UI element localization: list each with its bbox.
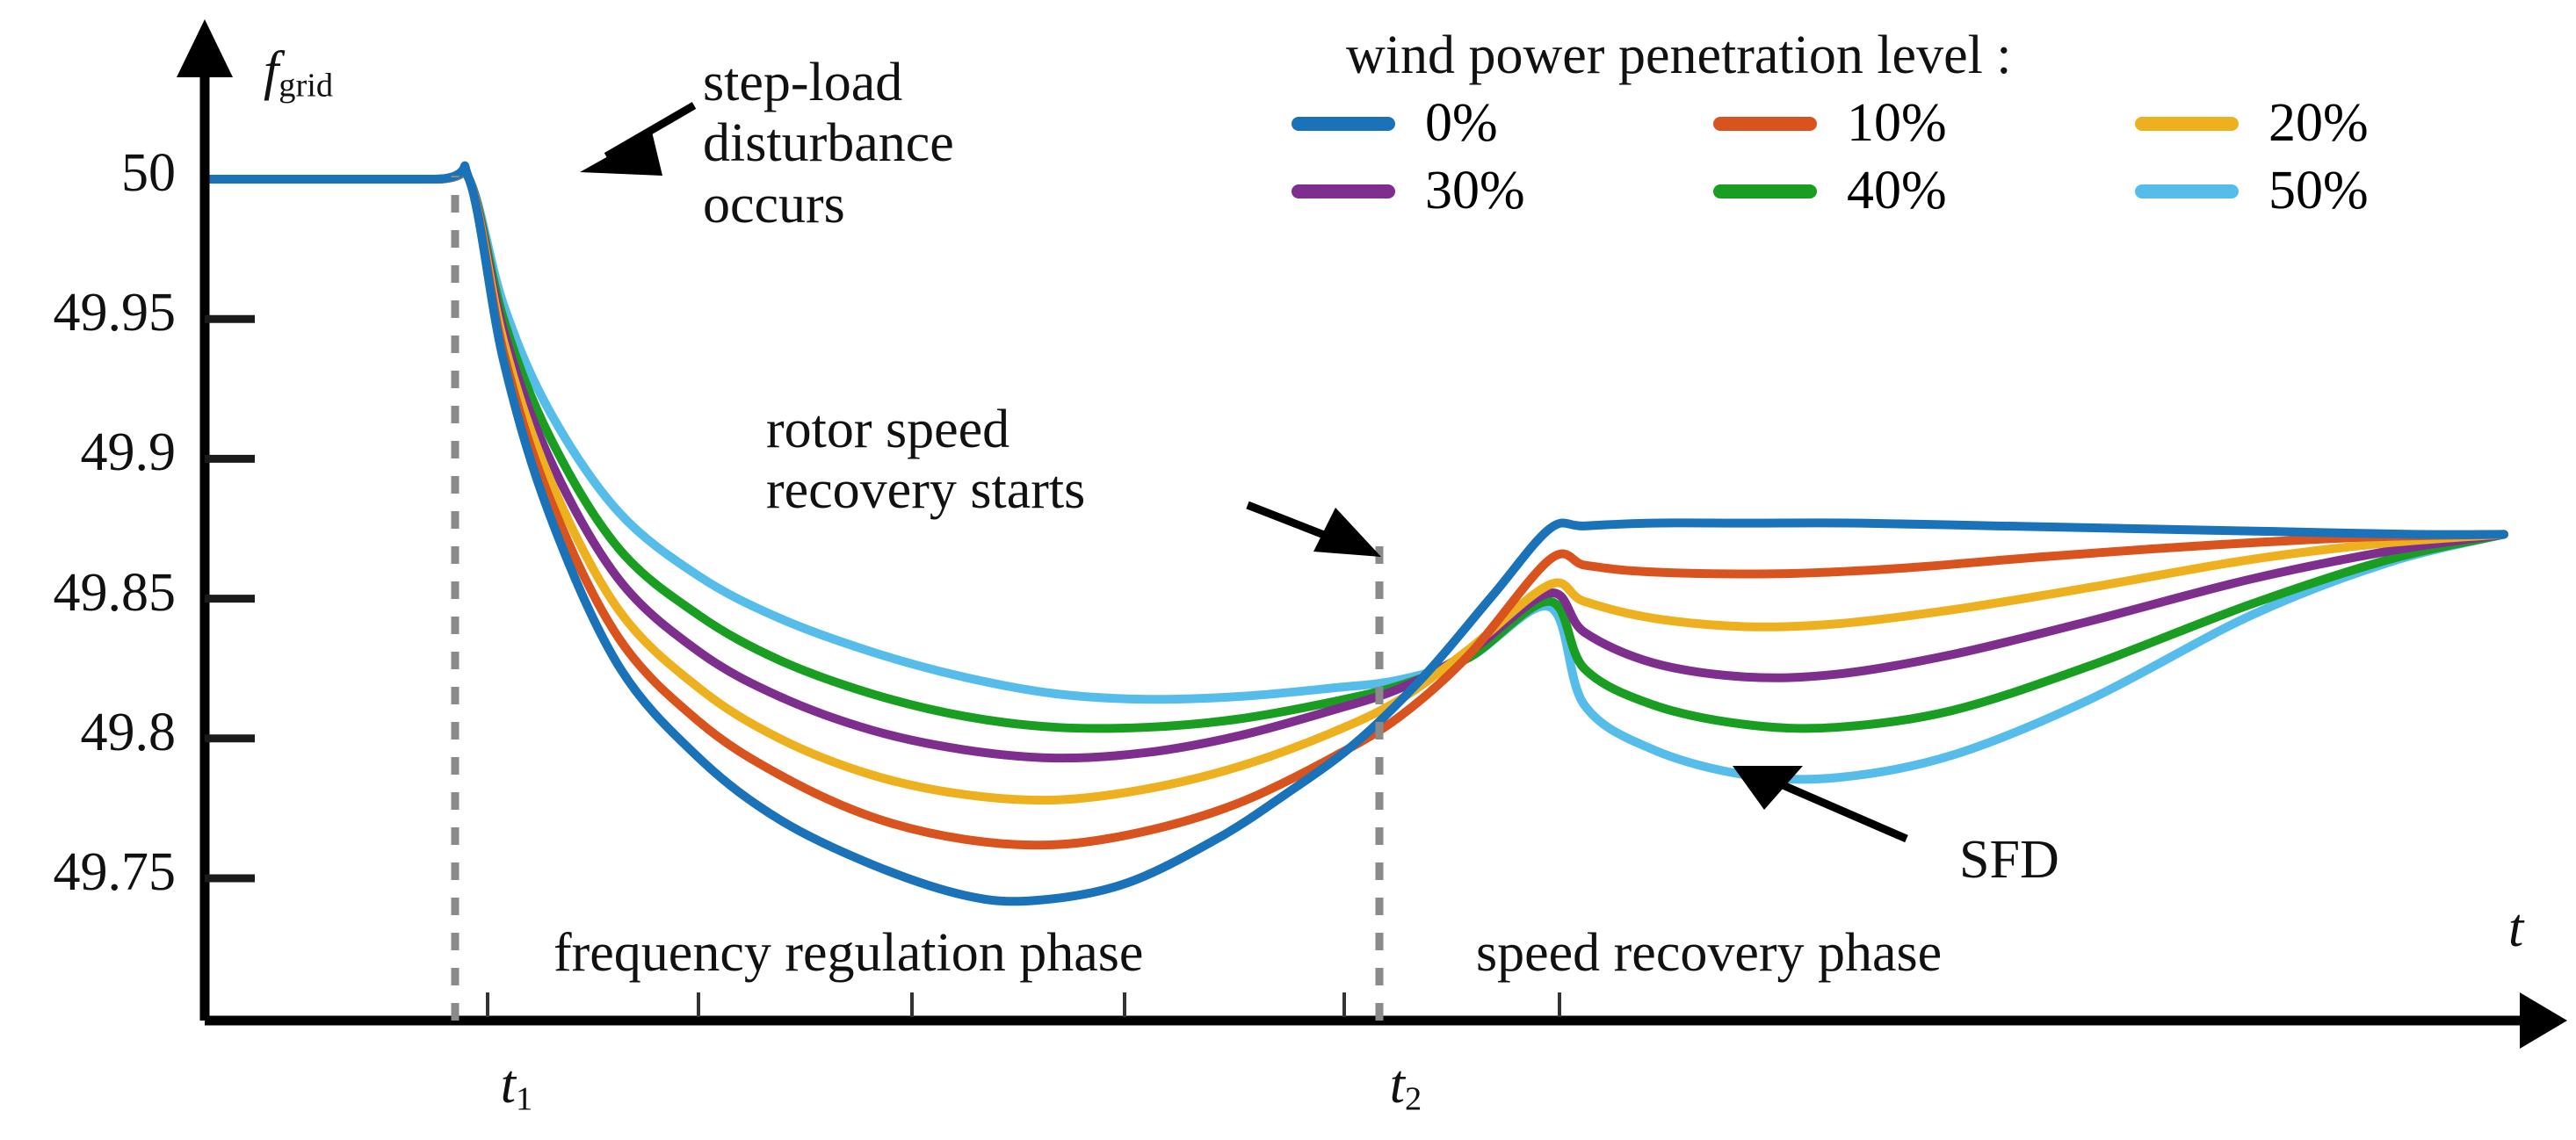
series-line-40pct [200,164,2508,733]
rotor-recovery-line-1: rotor speed [766,400,1010,459]
step-load-annotation: step-load disturbance occurs [703,53,954,235]
legend-label: 50% [2268,161,2369,220]
step-load-line-2: disturbance [703,113,954,174]
legend-entry-0pct[interactable]: 0% [1292,92,1713,155]
rotor-recovery-annotation: rotor speed recovery starts [766,400,1085,522]
legend-swatch-icon [2135,184,2239,198]
y-tick-label: 49.85 [53,562,177,623]
series-line-20pct [200,162,2508,805]
t1-label: t1 [500,1055,533,1118]
legend-entry-10pct[interactable]: 10% [1713,92,2135,155]
sfd-arrow-shaft [1773,777,1908,843]
legend-label: 30% [1425,161,1525,220]
legend-entry-20pct[interactable]: 20% [2135,92,2557,155]
legend-entry-40pct[interactable]: 40% [1713,160,2135,222]
t2-label: t2 [1389,1055,1422,1118]
legend-entry-50pct[interactable]: 50% [2135,160,2557,222]
series-line-30pct [200,163,2508,763]
legend-label: 40% [1847,161,1947,220]
rotor-recovery-arrowhead [1313,508,1381,557]
legend-label: 0% [1425,93,1498,153]
legend-entry-30pct[interactable]: 30% [1292,160,1713,222]
legend-label: 20% [2268,93,2369,153]
legend-swatch-icon [1292,116,1395,131]
y-axis-ticks [205,314,255,883]
x-axis-arrowhead [2520,992,2567,1049]
phase-label-speed-recovery: speed recovery phase [1476,923,1943,983]
step-load-line-1: step-load [703,53,903,112]
axes-group [177,19,2567,1049]
y-tick-label: 49.9 [80,422,177,483]
annotation-arrows [580,102,1908,843]
y-tick-label: 50 [121,143,176,203]
series-line-0pct [200,161,2508,906]
y-axis-title: fgrid [264,41,334,105]
legend-swatch-icon [2135,116,2239,131]
step-load-arrow-shaft [604,102,697,160]
rotor-recovery-line-2: recovery starts [766,460,1086,521]
step-load-arrowhead [580,132,662,176]
sfd-annotation: SFD [1959,830,2059,890]
y-tick-label: 49.95 [53,283,177,343]
y-axis-arrowhead [177,19,233,77]
legend: wind power penetration level : 0% 10% 20% 3… [1292,25,2557,222]
x-axis-ticks [486,992,1561,1017]
legend-entries: 0% 10% 20% 30% 40% 50% [1292,92,2557,222]
legend-swatch-icon [1713,184,1817,198]
x-axis-title: t [2508,898,2524,958]
data-curves [200,161,2508,906]
phase-label-frequency-regulation: frequency regulation phase [554,923,1144,983]
y-tick-label: 49.75 [53,842,177,902]
step-load-line-3: occurs [703,174,845,234]
legend-swatch-icon [1292,184,1395,198]
sfd-arrowhead [1733,766,1803,810]
series-line-50pct [200,165,2508,784]
y-tick-label: 49.8 [80,702,177,762]
legend-title: wind power penetration level : [1346,25,2012,85]
legend-swatch-icon [1713,116,1817,131]
legend-label: 10% [1847,93,1947,153]
